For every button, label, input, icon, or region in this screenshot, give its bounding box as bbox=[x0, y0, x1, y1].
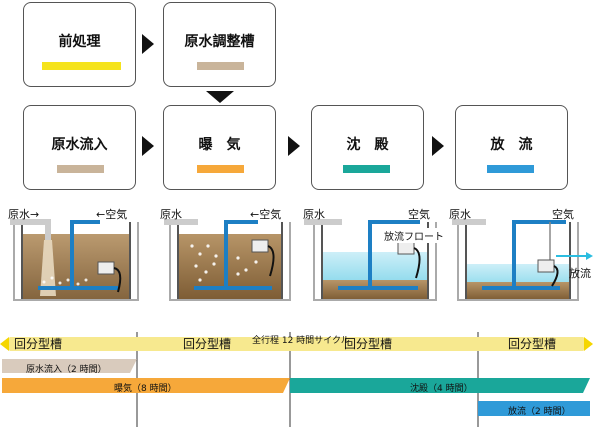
tank-discharge bbox=[452, 219, 593, 301]
tank4-inflow-label: 原水 bbox=[449, 208, 471, 221]
arrow-down-icon bbox=[206, 91, 234, 103]
cycle-label: 回分型槽 bbox=[508, 337, 557, 351]
timeline-bar-label: 放流（2 時間） bbox=[508, 407, 571, 417]
step-label: 沈 殿 bbox=[346, 137, 389, 153]
tank3-inflow-label: 原水 bbox=[303, 208, 325, 221]
step-label: 曝 気 bbox=[198, 137, 241, 153]
cycle-label: 回分型槽 bbox=[344, 337, 393, 351]
step-color-swatch bbox=[343, 165, 390, 173]
cycle-label: 回分型槽 bbox=[183, 337, 232, 351]
tank1-air-label: ←空気 bbox=[96, 208, 128, 221]
tank4-air-label: 空気 bbox=[552, 208, 574, 221]
tank-illustrations bbox=[10, 219, 593, 301]
step-box-discharge: 放 流 bbox=[455, 105, 568, 190]
timeline-bar-label: 沈殿（4 時間） bbox=[410, 384, 473, 394]
step-color-swatch bbox=[197, 62, 244, 70]
step-label: 原水流入 bbox=[51, 137, 108, 153]
cycle-label: 回分型槽 bbox=[14, 337, 63, 351]
tank2-inflow-label: 原水 bbox=[160, 208, 182, 221]
step-color-swatch bbox=[42, 62, 121, 70]
timeline-bar-label: 曝気（8 時間） bbox=[114, 384, 177, 394]
arrow-right-icon bbox=[142, 34, 154, 54]
step-box-inflow: 原水流入 bbox=[23, 105, 136, 190]
tank4-discharge-label: 放流 bbox=[569, 267, 591, 280]
step-color-swatch bbox=[57, 165, 104, 173]
tank1-inflow-label: 原水→ bbox=[8, 208, 40, 221]
step-box-settling: 沈 殿 bbox=[311, 105, 424, 190]
tank2-air-label: ←空気 bbox=[250, 208, 282, 221]
arrow-right-icon bbox=[432, 136, 444, 156]
tank-inflow bbox=[10, 219, 139, 301]
step-box-adjustment-tank: 原水調整槽 bbox=[163, 2, 276, 87]
step-label: 原水調整槽 bbox=[184, 34, 255, 50]
step-box-aeration: 曝 気 bbox=[163, 105, 276, 190]
arrow-right-icon bbox=[142, 136, 154, 156]
arrow-right-icon bbox=[288, 136, 300, 156]
step-color-swatch bbox=[487, 165, 534, 173]
step-color-swatch bbox=[197, 165, 244, 173]
step-label: 前処理 bbox=[58, 34, 101, 50]
tank3-air-label: 空気 bbox=[408, 208, 430, 221]
tank3-float-label: 放流フロート bbox=[384, 228, 444, 243]
tank-settling bbox=[304, 219, 437, 301]
step-label: 放 流 bbox=[490, 137, 533, 153]
timeline-bar-label: 原水流入（2 時間） bbox=[26, 365, 107, 375]
cycle-timeline bbox=[0, 332, 593, 427]
step-box-pretreatment: 前処理 bbox=[23, 2, 136, 87]
cycle-total-label: 全行程 12 時間サイクル bbox=[252, 336, 350, 346]
tank-aeration bbox=[164, 219, 291, 301]
